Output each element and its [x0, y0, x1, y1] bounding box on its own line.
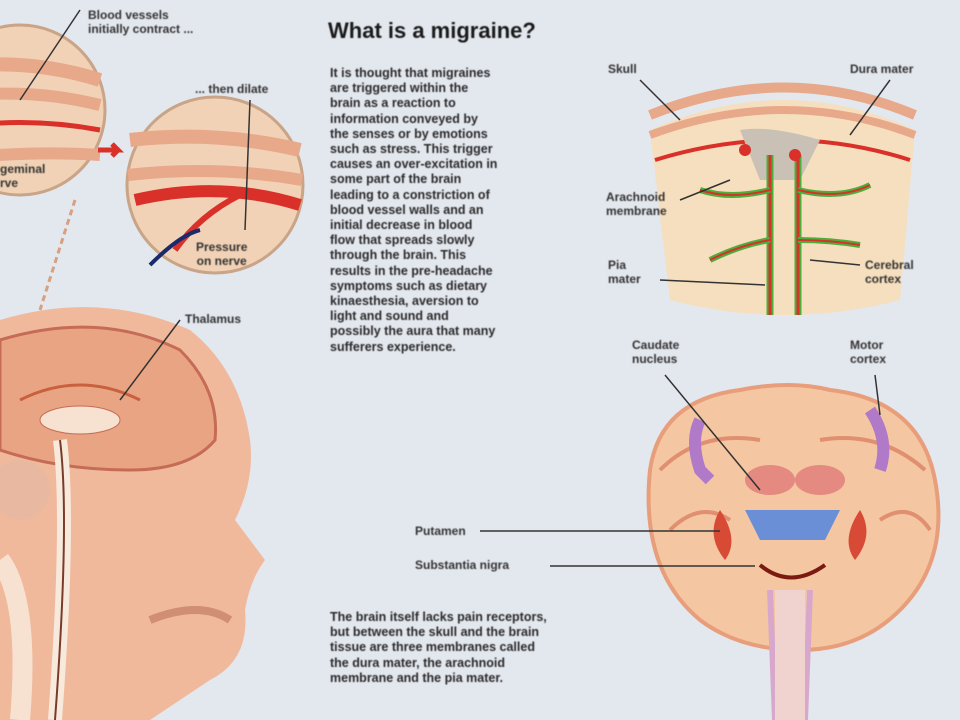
- vessel-dilate-diagram: [125, 95, 305, 275]
- label-arachnoid: Arachnoid membrane: [606, 190, 667, 218]
- label-thalamus: Thalamus: [185, 312, 242, 326]
- vessel-contract-diagram: [0, 23, 107, 197]
- label-motor-cortex: Motor cortex: [850, 338, 887, 366]
- label-contract: Blood vessels initially contract ...: [88, 8, 194, 36]
- label-pia-mater: Pia mater: [608, 258, 641, 286]
- label-dura-mater: Dura mater: [850, 62, 914, 76]
- arrow-icon: [98, 142, 125, 158]
- label-caudate-nucleus: Caudate nucleus: [632, 338, 680, 366]
- label-trigeminal: geminal rve: [0, 162, 46, 190]
- label-pressure: Pressure on nerve: [196, 240, 248, 268]
- intro-text: It is thought that migraines are trigger…: [330, 66, 498, 354]
- membrane-text: The brain itself lacks pain receptors, b…: [330, 610, 547, 685]
- page-title: What is a migraine?: [328, 18, 536, 43]
- label-putamen: Putamen: [415, 524, 466, 538]
- label-substantia-nigra: Substantia nigra: [415, 558, 510, 572]
- coronal-brain-diagram: [480, 374, 941, 720]
- label-cerebral-cortex: Cerebral cortex: [865, 258, 914, 286]
- label-dilate: ... then dilate: [195, 82, 269, 96]
- head-cross-section: [0, 307, 265, 720]
- label-skull: Skull: [608, 62, 637, 76]
- meninges-diagram: [639, 79, 917, 315]
